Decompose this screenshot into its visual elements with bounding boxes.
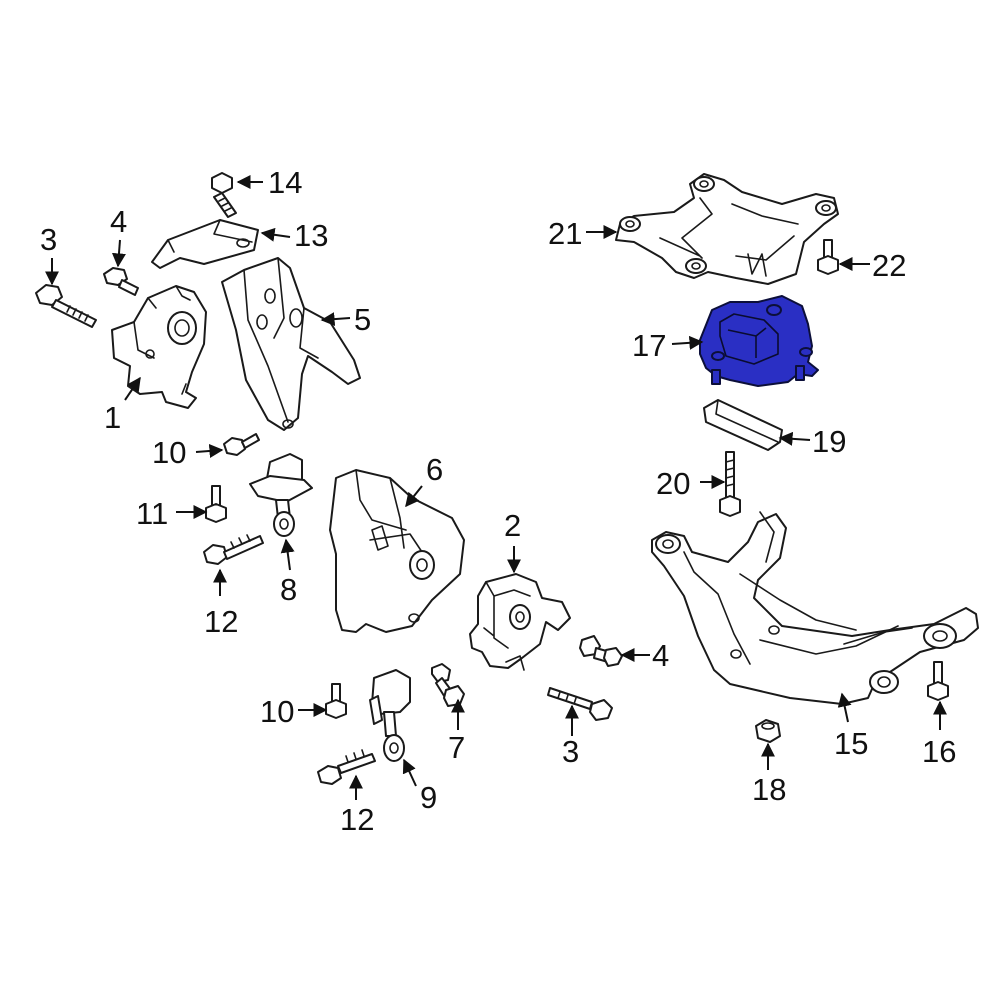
- transmission-mount-17: [699, 295, 819, 387]
- callout-3-left: 3: [40, 222, 57, 257]
- callout-17: 17: [632, 328, 666, 363]
- callout-4-left: 4: [110, 204, 127, 239]
- callout-14: 14: [268, 165, 302, 200]
- callout-2: 2: [504, 508, 521, 543]
- bolt-4-left: [103, 267, 139, 296]
- callout-20: 20: [656, 466, 690, 501]
- bracket-13: [151, 219, 259, 269]
- callout-12-upper: 12: [204, 604, 238, 639]
- callout-9: 9: [420, 780, 437, 815]
- mount-2: [469, 573, 571, 671]
- bolt-20: [719, 451, 741, 517]
- bolt-10-upper: [223, 433, 260, 456]
- bolt-22: [817, 239, 839, 275]
- callout-11: 11: [136, 496, 168, 531]
- bolt-4-right: [579, 635, 623, 667]
- callout-16: 16: [922, 734, 956, 769]
- callout-labels: 14 13 3 4 1 5 10 11 12 8 6 2 4 7 3 10 9 …: [40, 165, 956, 837]
- callout-3-right: 3: [562, 734, 579, 769]
- bolt-10-lower: [325, 683, 347, 719]
- bolt-12-lower: [317, 749, 376, 785]
- callout-4-right: 4: [652, 638, 669, 673]
- callout-21: 21: [548, 216, 582, 251]
- bolt-3-left: [35, 284, 97, 328]
- bracket-6: [329, 469, 465, 633]
- bolt-3-right: [547, 687, 613, 721]
- bolt-14: [211, 172, 237, 218]
- bolt-7: [431, 663, 465, 707]
- bracket-21: [615, 173, 839, 285]
- callout-6: 6: [426, 452, 443, 487]
- callout-18: 18: [752, 772, 786, 807]
- bolt-16: [927, 661, 949, 701]
- callout-10-upper: 10: [152, 435, 186, 470]
- plate-19: [703, 399, 783, 451]
- link-9: [369, 669, 411, 762]
- mount-17-body: [699, 295, 819, 387]
- callout-1: 1: [104, 400, 121, 435]
- callout-10-lower: 10: [260, 694, 294, 729]
- callout-8: 8: [280, 572, 297, 607]
- callout-15: 15: [834, 726, 868, 761]
- callout-7: 7: [448, 730, 465, 765]
- leader-arrows: [45, 175, 947, 800]
- callout-12-lower: 12: [340, 802, 374, 837]
- crossmember-15: [651, 511, 979, 705]
- bolt-11: [205, 485, 227, 523]
- link-8: [249, 453, 313, 537]
- callout-13: 13: [294, 218, 328, 253]
- callout-19: 19: [812, 424, 846, 459]
- nut-18: [755, 719, 781, 743]
- callout-5: 5: [354, 302, 371, 337]
- bracket-5: [221, 257, 361, 431]
- engine-mount-1: [111, 285, 207, 409]
- bolt-12-upper: [203, 534, 264, 565]
- callout-22: 22: [872, 248, 906, 283]
